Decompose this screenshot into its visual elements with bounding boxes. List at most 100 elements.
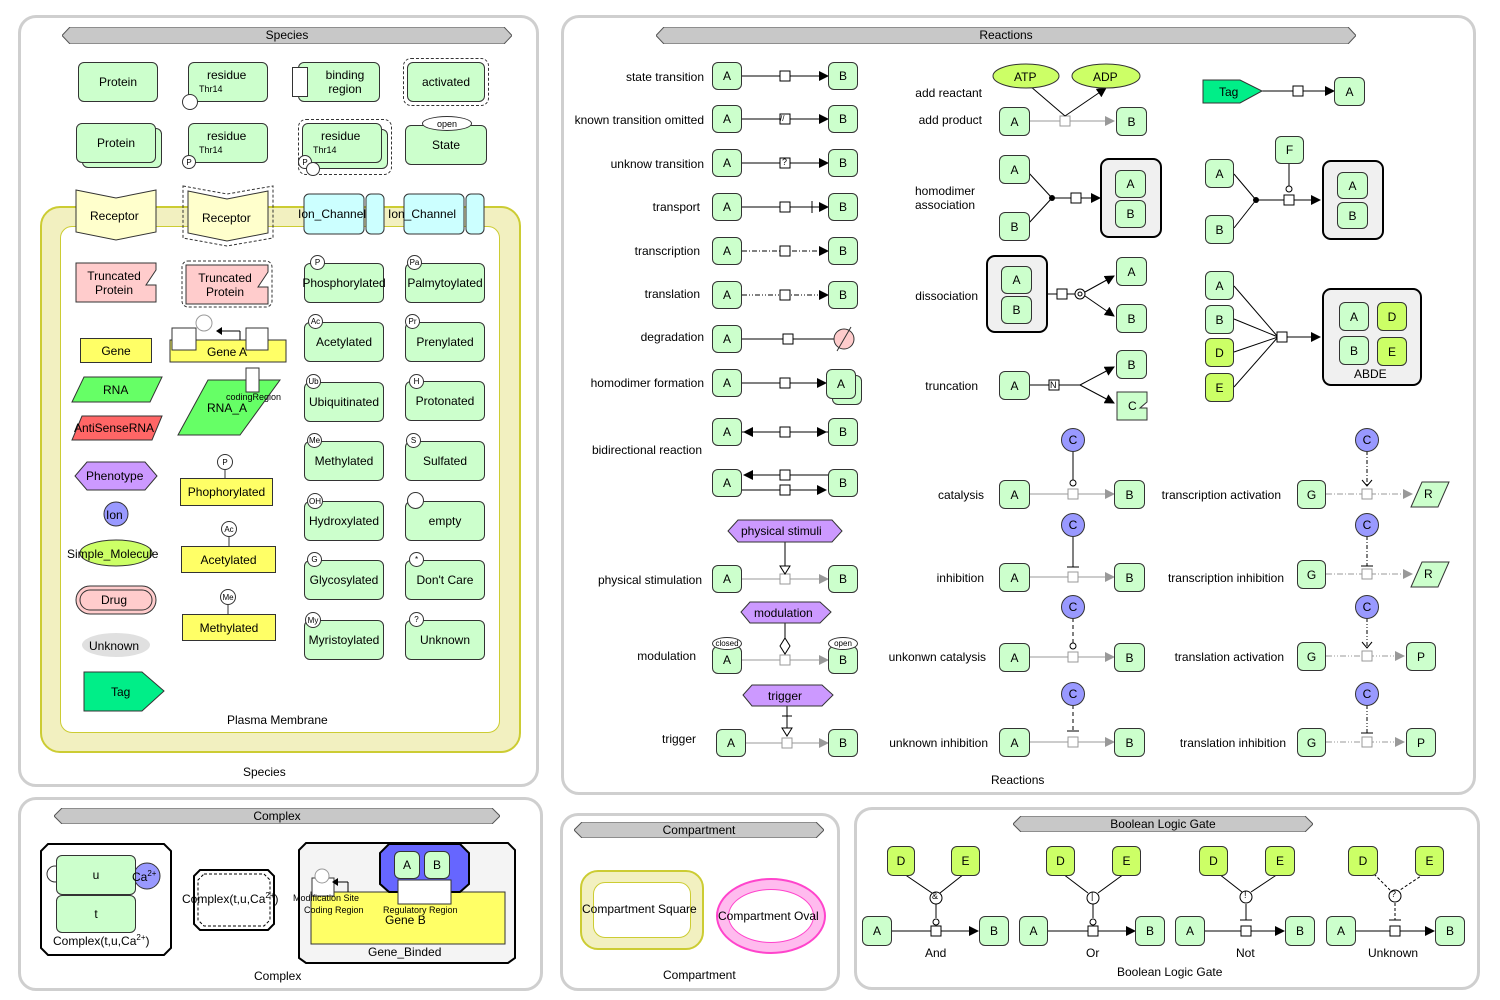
node-p[interactable]: P: [1406, 642, 1436, 671]
catalyst-c[interactable]: C: [1061, 513, 1085, 537]
node-g[interactable]: G: [1297, 480, 1326, 509]
tag-label[interactable]: Tag: [111, 685, 131, 699]
mod-ubiquitinated[interactable]: Ubiquitinated: [304, 382, 384, 422]
node-b[interactable]: B: [1116, 304, 1147, 333]
node-b[interactable]: B: [828, 418, 858, 446]
truncated-c-label[interactable]: C: [1128, 399, 1137, 413]
ion-channel-open-label[interactable]: Ion_Channel: [388, 207, 457, 221]
node-a[interactable]: A: [712, 237, 742, 265]
logic-e[interactable]: E: [1265, 846, 1295, 876]
node-a[interactable]: A: [1205, 271, 1234, 300]
complex-hypothetical-label[interactable]: Complex(t,u,Ca2+): [182, 891, 279, 906]
logic-d[interactable]: D: [887, 846, 915, 876]
complex-f-node-a[interactable]: A: [1337, 172, 1368, 199]
node-b[interactable]: B: [828, 469, 858, 497]
gene-a-label[interactable]: Gene A: [207, 345, 248, 359]
bound-node-a[interactable]: A: [394, 851, 420, 879]
tag-reaction-label[interactable]: Tag: [1219, 85, 1239, 99]
node-a-dimer[interactable]: A: [826, 369, 856, 399]
catalyst-c[interactable]: C: [1355, 595, 1379, 619]
gene-node[interactable]: Gene: [80, 338, 152, 363]
bound-node-b[interactable]: B: [424, 851, 450, 879]
node-a[interactable]: A: [712, 149, 742, 177]
residue-p-node[interactable]: residue Thr14: [188, 123, 268, 163]
node-d[interactable]: D: [1205, 338, 1234, 367]
complex-t-node[interactable]: t: [56, 895, 136, 933]
protein-node[interactable]: Protein: [78, 62, 158, 102]
logic-e[interactable]: E: [951, 846, 980, 876]
node-b[interactable]: B: [1114, 563, 1145, 592]
complex-u-node[interactable]: u: [56, 855, 136, 895]
drug-label[interactable]: Drug: [101, 593, 128, 607]
adp-label[interactable]: ADP: [1093, 70, 1118, 84]
node-g[interactable]: G: [1297, 560, 1326, 589]
node-b[interactable]: B: [828, 237, 858, 265]
rna-label[interactable]: RNA: [103, 383, 129, 397]
logic-b[interactable]: B: [1135, 916, 1165, 946]
residue-multimer-node[interactable]: residue Thr14: [302, 123, 382, 163]
node-a[interactable]: A: [999, 728, 1030, 757]
trigger-node-label[interactable]: trigger: [768, 689, 803, 703]
unknown-species-label[interactable]: Unknown: [89, 639, 140, 653]
activated-node[interactable]: activated: [407, 62, 485, 102]
mod-palmytoylated[interactable]: Palmytoylated: [405, 263, 485, 303]
complex-f-node-b[interactable]: B: [1337, 202, 1368, 229]
node-g[interactable]: G: [1297, 728, 1326, 757]
node-b[interactable]: B: [1205, 305, 1234, 334]
catalyst-c[interactable]: C: [1355, 513, 1379, 537]
node-a[interactable]: A: [712, 325, 742, 353]
catalyst-c[interactable]: C: [1061, 682, 1085, 706]
node-b[interactable]: B: [1114, 480, 1145, 509]
logic-b[interactable]: B: [979, 916, 1009, 946]
abde-node-e[interactable]: E: [1377, 337, 1407, 366]
node-a[interactable]: A: [712, 418, 742, 446]
atp-label[interactable]: ATP: [1014, 70, 1037, 84]
node-r[interactable]: R: [1424, 567, 1433, 581]
catalyst-c[interactable]: C: [1355, 682, 1379, 706]
node-a[interactable]: A: [999, 371, 1030, 400]
logic-d[interactable]: D: [1046, 846, 1075, 876]
catalyst-c[interactable]: C: [1061, 595, 1085, 619]
catalyst-c[interactable]: C: [1061, 428, 1085, 452]
node-a[interactable]: A: [999, 107, 1030, 136]
phenotype-label[interactable]: Phenotype: [86, 469, 144, 483]
mod-methylated[interactable]: Methylated: [304, 441, 384, 481]
logic-a[interactable]: A: [1326, 916, 1356, 946]
antisense-rna-label[interactable]: AntiSenseRNA: [74, 421, 155, 435]
complex-node-b[interactable]: B: [1115, 200, 1146, 228]
node-a[interactable]: A: [712, 565, 742, 593]
mod-glycosylated[interactable]: Glycosylated: [304, 560, 384, 600]
rna-a-label[interactable]: RNA_A: [207, 401, 248, 415]
simple-molecule-label[interactable]: Simple_Molecule: [67, 547, 159, 561]
dissoc-node-b[interactable]: B: [1001, 296, 1032, 324]
mod-sulfated[interactable]: Sulfated: [405, 441, 485, 481]
protein-multimer-node[interactable]: Protein: [76, 123, 156, 163]
node-a[interactable]: A: [999, 563, 1030, 592]
logic-a[interactable]: A: [862, 916, 892, 946]
node-a[interactable]: A: [1334, 77, 1365, 106]
node-b[interactable]: B: [828, 62, 858, 90]
node-b[interactable]: B: [828, 193, 858, 221]
node-a[interactable]: A: [999, 155, 1030, 184]
node-a[interactable]: A: [712, 469, 742, 497]
node-a[interactable]: A: [999, 480, 1030, 509]
logic-e[interactable]: E: [1415, 846, 1444, 876]
mod-prenylated[interactable]: Prenylated: [405, 322, 485, 362]
gene-methylated-node[interactable]: Methylated: [182, 614, 276, 641]
state-node[interactable]: State: [405, 125, 487, 165]
node-b[interactable]: B: [1205, 215, 1234, 244]
node-b-open[interactable]: B: [828, 646, 858, 674]
node-a[interactable]: A: [712, 193, 742, 221]
gene-phosphorylated-node[interactable]: Phophorylated: [180, 478, 273, 506]
node-r[interactable]: R: [1424, 487, 1433, 501]
node-a[interactable]: A: [1205, 159, 1234, 188]
logic-e[interactable]: E: [1112, 846, 1141, 876]
logic-d[interactable]: D: [1348, 846, 1378, 876]
modulation-node-label[interactable]: modulation: [754, 606, 813, 620]
mod-dont-care[interactable]: Don't Care: [405, 560, 485, 600]
logic-b[interactable]: B: [1435, 916, 1465, 946]
node-b[interactable]: B: [828, 281, 858, 309]
logic-a[interactable]: A: [1175, 916, 1205, 946]
ion-label[interactable]: Ion: [106, 508, 123, 522]
node-a-closed[interactable]: A: [712, 646, 742, 674]
